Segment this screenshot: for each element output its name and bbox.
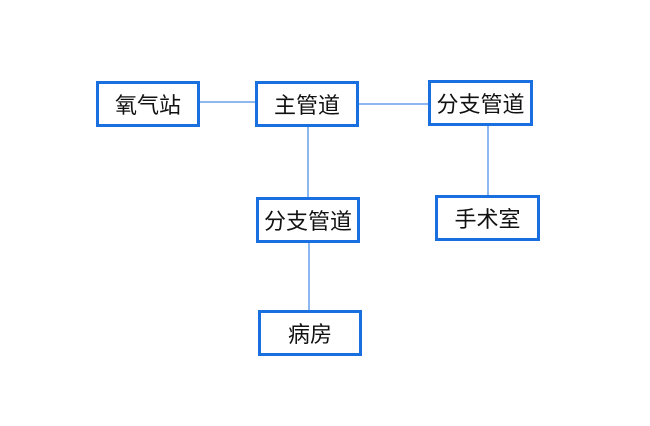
node-operating-room: 手术室 (435, 195, 540, 241)
node-ward-label: 病房 (287, 323, 332, 348)
node-branch-pipeline-down-label: 分支管道 (263, 210, 352, 235)
node-branch-pipeline-down: 分支管道 (256, 197, 360, 243)
node-main-pipeline: 主管道 (255, 81, 359, 127)
node-oxygen-station-label: 氧气站 (114, 94, 181, 119)
node-branch-pipeline-right-label: 分支管道 (436, 93, 525, 118)
node-operating-room-label: 手术室 (454, 208, 521, 233)
node-ward: 病房 (258, 310, 362, 356)
node-branch-pipeline-right: 分支管道 (428, 80, 533, 126)
node-main-pipeline-label: 主管道 (273, 94, 340, 119)
node-oxygen-station: 氧气站 (96, 81, 200, 127)
